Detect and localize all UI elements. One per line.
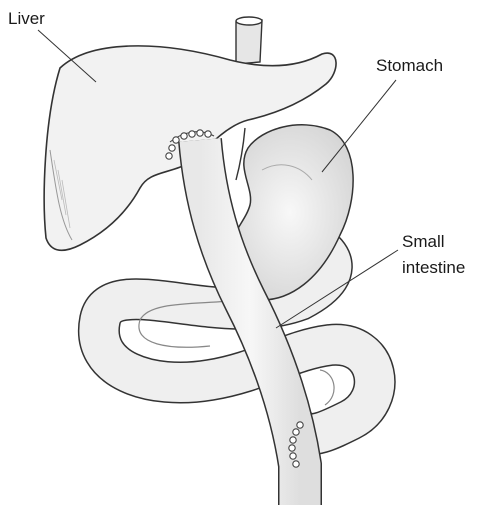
small-intestine-label-line2: intestine <box>402 258 466 277</box>
stomach <box>225 124 354 301</box>
small-intestine-label-line1: Small <box>402 232 445 251</box>
esophagus <box>235 16 263 181</box>
intestine-limb <box>178 138 322 505</box>
stomach-label: Stomach <box>376 56 444 75</box>
small-intestine-leader-line <box>275 249 399 329</box>
stomach-leader-line <box>321 79 397 173</box>
anastomosis-stitches <box>165 129 304 468</box>
liver-leader-line <box>37 29 97 83</box>
small-intestine <box>77 207 396 456</box>
liver-label: Liver <box>8 9 45 28</box>
